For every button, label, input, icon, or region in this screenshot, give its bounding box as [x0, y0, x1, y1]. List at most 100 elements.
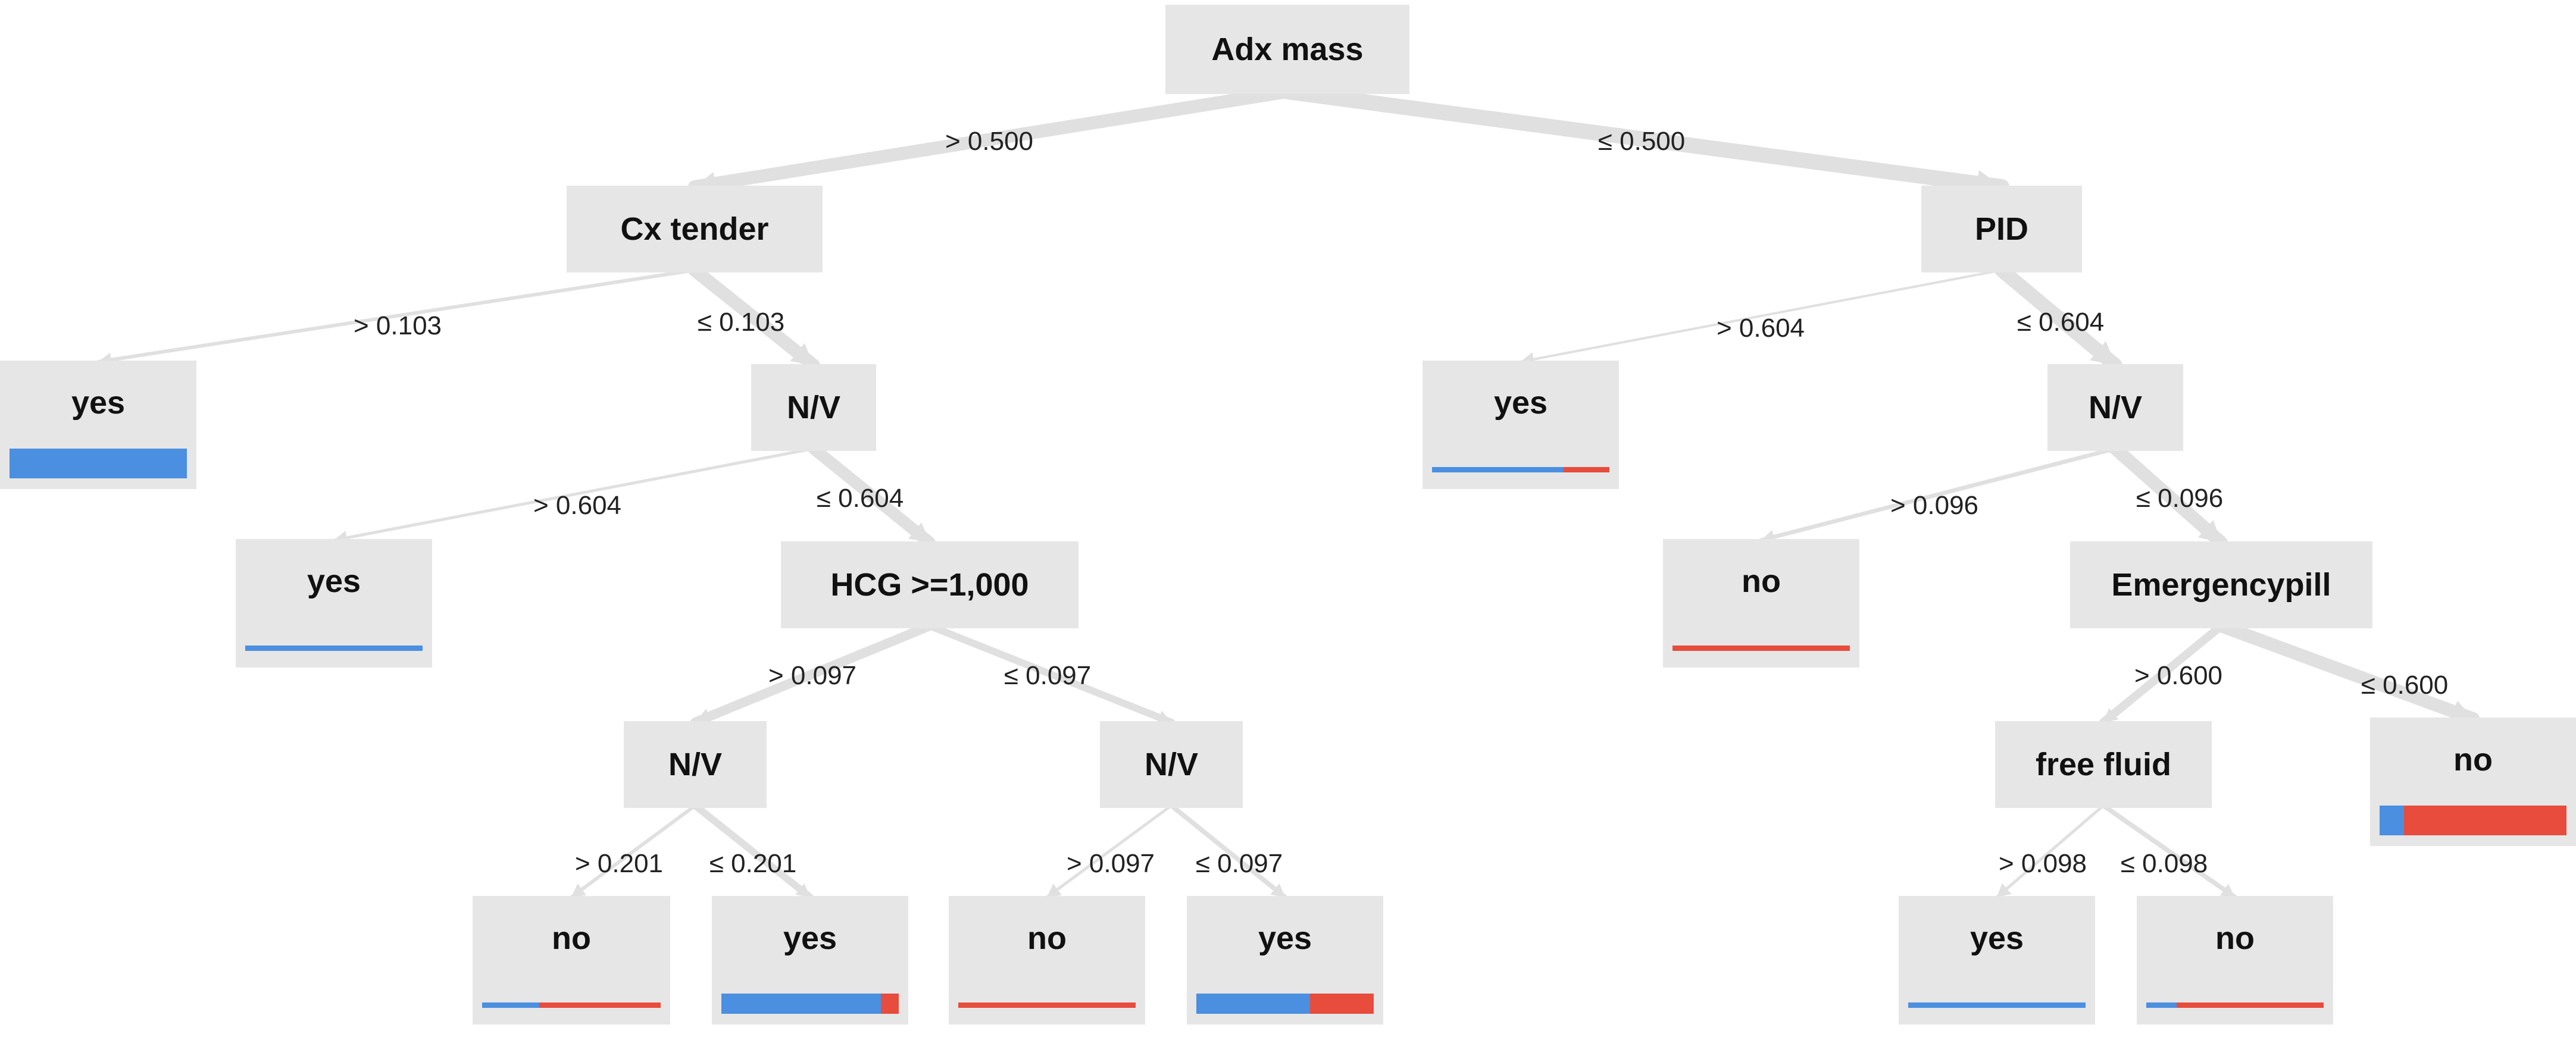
edge-label: > 0.604 [1716, 314, 1805, 343]
edge-label: ≤ 0.097 [1195, 849, 1283, 878]
node-label: PID [1974, 211, 2029, 247]
edge-arrow-n5-n9 [908, 522, 930, 543]
bar-segment-no [1563, 467, 1609, 472]
edge-label: ≤ 0.201 [709, 849, 797, 878]
edge-arrow-n9-n12 [695, 709, 713, 725]
edge-arrow-n11-n14 [2103, 708, 2119, 722]
edge-label: > 0.097 [768, 661, 857, 690]
edge-label: > 0.500 [945, 127, 1034, 156]
node-label: no [1742, 563, 1781, 599]
bar-segment-yes [482, 1002, 539, 1008]
leaf-node-n8: yes [236, 539, 432, 668]
edge-label: ≤ 0.097 [1003, 661, 1092, 690]
node-label: Adx mass [1211, 32, 1364, 67]
edge-n12-n16 [570, 804, 697, 899]
edge-n3-n7 [1994, 263, 2122, 372]
split-node-n9: HCG >=1,000 [781, 541, 1078, 628]
node-label: Emergencypill [2111, 567, 2331, 603]
split-node-n5: N/V [751, 364, 876, 451]
edge-arrow-n13-n18 [1047, 884, 1062, 897]
edge-label: ≤ 0.500 [1598, 127, 1686, 156]
node-label: no [2453, 742, 2493, 778]
edge-n2-n4 [96, 268, 696, 364]
edge-arrow-n14-n20 [1997, 883, 2012, 897]
edge-n13-n19 [1169, 803, 1287, 900]
edge-label: > 0.097 [1066, 849, 1155, 878]
split-node-n11: Emergencypill [2070, 541, 2372, 628]
bar-segment-yes [1432, 467, 1564, 472]
leaf-node-n19: yes [1187, 896, 1383, 1025]
class-distribution-bar [245, 646, 423, 651]
node-label: no [552, 920, 591, 956]
edge-n11-n14 [2099, 622, 2225, 726]
edge-label: ≤ 0.096 [2136, 484, 2224, 513]
node-label: no [2215, 920, 2255, 956]
bar-segment-no [2176, 1002, 2324, 1008]
edge-n1-n3 [1280, 84, 2009, 195]
bar-segment-yes [245, 646, 423, 651]
node-label: N/V [2088, 390, 2143, 425]
node-label: yes [783, 920, 837, 956]
bar-segment-yes [721, 994, 881, 1014]
leaf-node-n18: no [949, 896, 1145, 1025]
edge-arrow-n14-n21 [2220, 884, 2235, 897]
bar-segment-no [958, 1002, 1136, 1008]
split-node-n13: N/V [1100, 721, 1243, 808]
class-distribution-bar [721, 994, 899, 1014]
edge-n7-n10 [1759, 446, 2118, 543]
edge-arrow-n9-n13 [1156, 710, 1171, 725]
edge-n7-n11 [2109, 442, 2228, 549]
edge-arrow-n12-n16 [571, 884, 586, 897]
edge-label: ≤ 0.604 [816, 484, 904, 513]
edge-arrow-n11-n15 [2449, 700, 2473, 722]
split-node-n12: N/V [624, 721, 767, 808]
leaf-node-n15: no [2370, 718, 2576, 846]
edge-label: ≤ 0.600 [2361, 671, 2449, 700]
node-label: free fluid [2035, 747, 2172, 782]
split-node-n3: PID [1921, 186, 2082, 272]
leaf-node-n20: yes [1899, 896, 2095, 1025]
edge-arrow-n2-n5 [790, 343, 814, 365]
edge-n1-n2 [688, 85, 1294, 193]
split-node-n14: free fluid [1995, 721, 2212, 808]
edge-n12-n17 [692, 802, 814, 901]
edge-label: > 0.604 [533, 491, 622, 520]
class-distribution-bar [958, 1002, 1136, 1008]
split-node-n1: Adx mass [1165, 5, 1409, 94]
edge-n9-n13 [926, 622, 1175, 726]
edge-n5-n9 [808, 443, 936, 549]
node-label: HCG >=1,000 [830, 567, 1029, 603]
node-label: yes [1258, 920, 1312, 956]
leaf-node-n4: yes [0, 361, 196, 489]
bar-segment-yes [1908, 1002, 2086, 1008]
edge-label: ≤ 0.098 [2120, 849, 2208, 878]
class-distribution-bar [1908, 1002, 2086, 1008]
leaf-node-n16: no [473, 896, 670, 1025]
bar-segment-yes [2380, 806, 2404, 835]
split-node-n7: N/V [2047, 364, 2183, 451]
edge-n9-n12 [690, 621, 934, 727]
node-label: Cx tender [620, 211, 769, 247]
edge-label: > 0.096 [1890, 491, 1979, 520]
edge-arrow-n3-n7 [2090, 341, 2115, 365]
edge-label: ≤ 0.103 [697, 308, 785, 337]
class-distribution-bar [1432, 467, 1609, 472]
edge-arrow-n7-n11 [2197, 520, 2221, 543]
edge-arrow-n12-n17 [795, 883, 810, 897]
edge-n14-n21 [2101, 803, 2237, 900]
bar-segment-no [1309, 994, 1374, 1014]
class-distribution-bar [1196, 994, 1374, 1014]
node-label: N/V [1144, 747, 1199, 782]
edge-n14-n20 [1995, 804, 2105, 899]
node-label: no [1027, 920, 1067, 956]
node-label: N/V [668, 747, 723, 782]
leaf-node-n10: no [1663, 539, 1859, 668]
class-distribution-bar [2380, 806, 2566, 835]
edge-label: > 0.201 [574, 849, 664, 878]
leaf-node-n21: no [2137, 896, 2333, 1025]
bar-segment-yes [1196, 994, 1310, 1014]
class-distribution-bar [482, 1002, 661, 1008]
bar-segment-no [881, 994, 899, 1014]
